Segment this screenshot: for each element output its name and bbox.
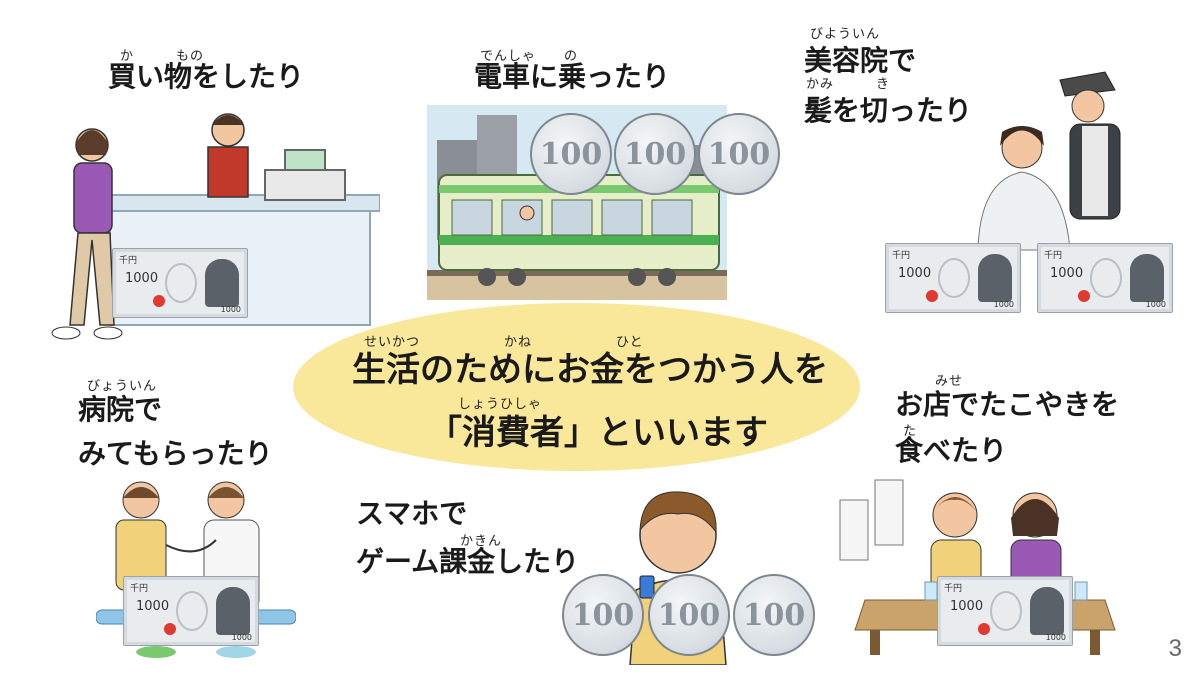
ruby-hospital: びょういん bbox=[87, 379, 158, 394]
center-line-1: 生活のためにお金をつかう人を bbox=[352, 350, 828, 390]
ruby-takoyaki-1: みせ bbox=[935, 374, 964, 389]
label-salon: 美容院で 髪を切ったり bbox=[804, 44, 973, 127]
label-smartphone: スマホで ゲーム課金したり bbox=[356, 497, 580, 578]
center-bubble bbox=[293, 303, 860, 471]
center-line-2: 「消費者」といいます bbox=[428, 413, 768, 453]
label-shopping: 買い物をしたり bbox=[108, 60, 305, 93]
coin-100: 100 bbox=[648, 574, 730, 656]
coin-100: 100 bbox=[733, 574, 815, 656]
ruby-center-2: しょうひしゃ bbox=[458, 397, 543, 412]
ruby-center-1: せいかつ かね ひと bbox=[364, 335, 644, 350]
ruby-shopping: か もの bbox=[120, 49, 205, 64]
label-hospital: 病院で みてもらったり bbox=[78, 393, 273, 470]
page-number: 3 bbox=[1168, 635, 1182, 662]
label-takoyaki: お店でたこやきを 食べたり bbox=[895, 388, 1120, 467]
ruby-train: でんしゃ の bbox=[480, 49, 579, 64]
coin-100: 100 bbox=[530, 113, 612, 195]
coin-100: 100 bbox=[698, 113, 780, 195]
coin-100: 100 bbox=[562, 574, 644, 656]
ruby-salon-1: びよういん bbox=[810, 27, 881, 42]
label-train: 電車に乗ったり bbox=[474, 60, 671, 93]
ruby-salon-2: かみ き bbox=[806, 77, 891, 92]
ruby-smartphone: かきん bbox=[460, 534, 503, 549]
salon-illustration bbox=[977, 71, 1121, 251]
coin-100: 100 bbox=[614, 113, 696, 195]
ruby-takoyaki-2: た bbox=[903, 424, 918, 439]
